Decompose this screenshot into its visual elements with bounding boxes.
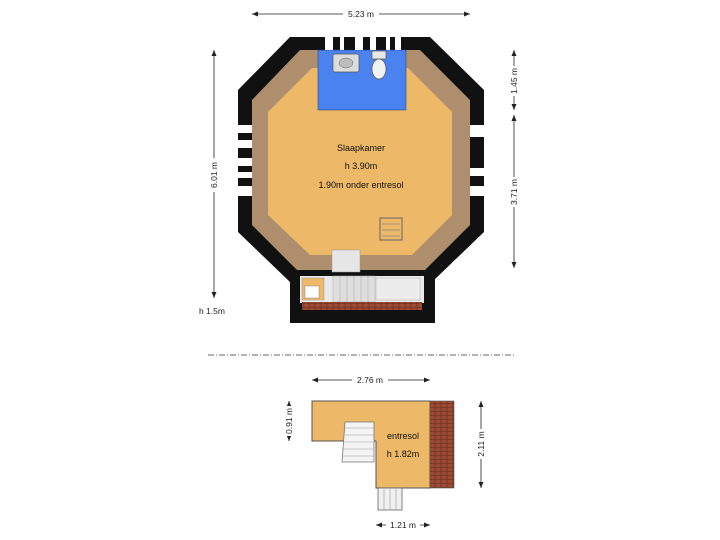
- stair-height-note: h 1.5m: [199, 306, 225, 316]
- dim-right-upper: 1.45 m: [509, 68, 519, 94]
- window-left: [238, 125, 252, 196]
- toilet-icon: [371, 50, 387, 80]
- dim-left-height: 6.01 m: [209, 162, 219, 188]
- dim-top-width: 5.23 m: [348, 9, 374, 19]
- dim-mezz-left-height: 0.91 m: [284, 408, 294, 434]
- dim-mezz-bottom-width: 1.21 m: [390, 520, 416, 530]
- mezzanine-dimensions: 2.76 m 0.91 m 2.11 m 1.21 m: [282, 374, 488, 531]
- ladder-icon: [379, 217, 403, 241]
- room-height: h 3.90m: [345, 161, 378, 171]
- annex-cabinet: [304, 285, 320, 299]
- dim-mezz-top-width: 2.76 m: [357, 375, 383, 385]
- bathroom: [317, 49, 407, 111]
- roof-tiles-main: [302, 302, 422, 310]
- window-top: [325, 37, 401, 50]
- mezzanine-room-height: h 1.82m: [387, 449, 420, 459]
- room-name: Slaapkamer: [337, 143, 385, 153]
- mezzanine-stairs-icon: [341, 421, 375, 463]
- main-dimensions: 5.23 m 6.01 m 1.45 m 3.71 m h 1.5m: [199, 8, 521, 316]
- roof-tiles-mezzanine: [429, 400, 455, 489]
- dim-mezz-right-height: 2.11 m: [476, 431, 486, 456]
- window-right: [470, 125, 484, 196]
- mezzanine-ladder-icon: [377, 487, 403, 511]
- stair-landing: [331, 249, 361, 273]
- main-floor: Slaapkamer h 3.90m 1.90m onder entresol: [238, 37, 484, 323]
- dim-right-lower: 3.71 m: [509, 179, 519, 205]
- bedroom-floor: [268, 68, 452, 255]
- stairs-icon: [332, 275, 421, 303]
- sink-icon: [332, 53, 360, 73]
- mezzanine-floor: entresol h 1.82m: [311, 400, 455, 511]
- room-note: 1.90m onder entresol: [318, 180, 403, 190]
- mezzanine-room-name: entresol: [387, 431, 419, 441]
